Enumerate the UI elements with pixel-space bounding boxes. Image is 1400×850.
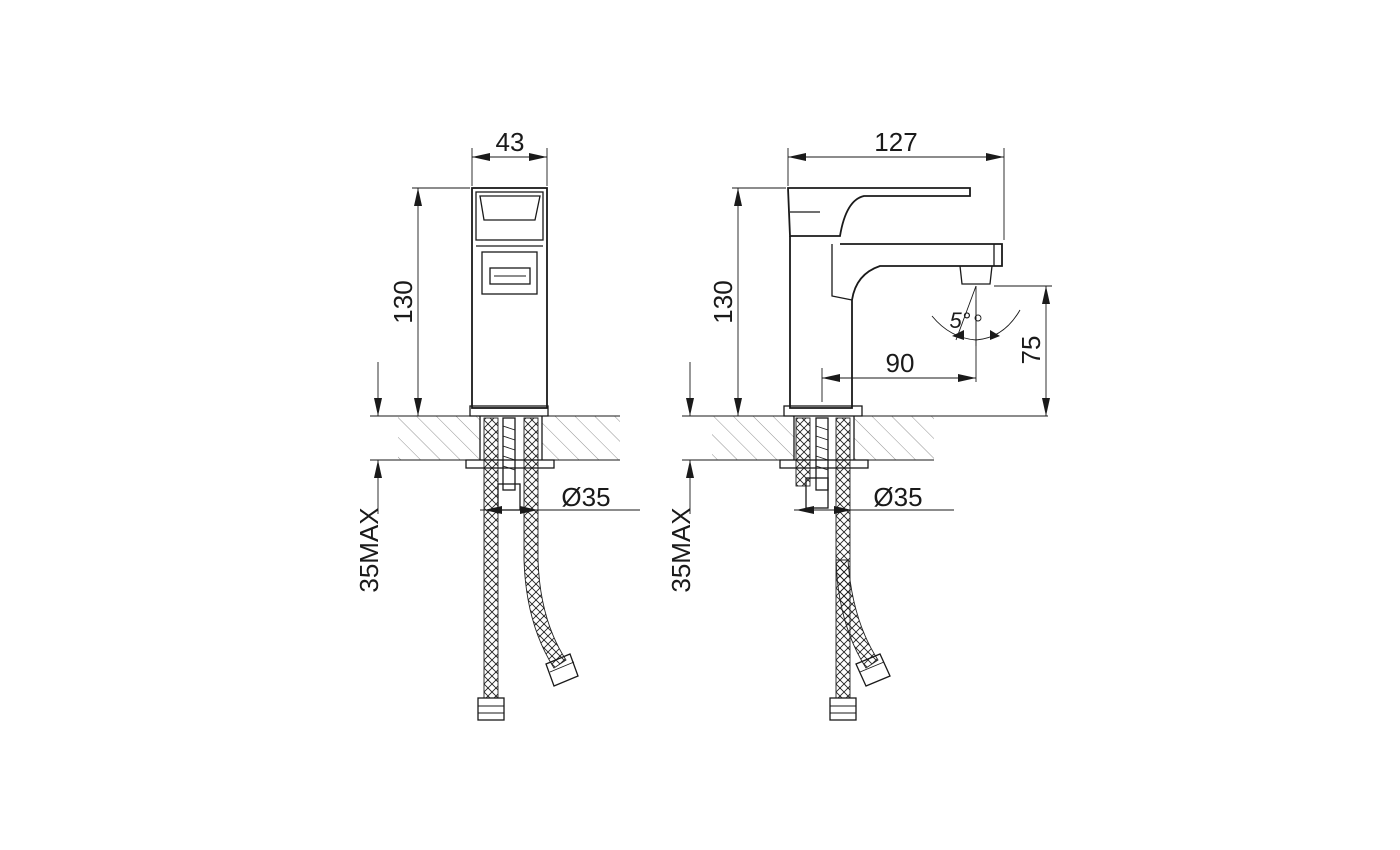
- side-max-dimension: 35MAX: [666, 362, 712, 593]
- front-view: 43 130 35MAX Ø35: [354, 127, 640, 721]
- front-supply-hoses: [465, 417, 579, 721]
- front-height-label: 130: [388, 280, 418, 323]
- front-max-dimension: 35MAX: [354, 362, 398, 593]
- side-angle-label: 5°: [949, 308, 970, 333]
- front-faucet-body: [469, 187, 549, 417]
- front-hole-dimension: Ø35: [480, 482, 640, 514]
- front-height-dimension: 130: [388, 187, 470, 416]
- front-width-dimension: 43: [471, 127, 548, 186]
- side-height-dimension: 130: [708, 187, 786, 416]
- side-height-label: 130: [708, 280, 738, 323]
- side-hole-label: Ø35: [873, 482, 922, 512]
- front-width-label: 43: [496, 127, 525, 157]
- front-hole-label: Ø35: [561, 482, 610, 512]
- side-supply-hoses: [779, 417, 891, 721]
- side-max-label: 35MAX: [666, 507, 696, 592]
- side-angle-dimension: 5°: [931, 285, 1021, 346]
- side-depth-label: 127: [874, 127, 917, 157]
- side-faucet-body: [783, 187, 1003, 417]
- side-hole-dimension: Ø35: [794, 482, 954, 514]
- side-reach-dimension: 90: [821, 300, 977, 402]
- side-view: 127 130 90 75: [666, 127, 1052, 721]
- side-reach-label: 90: [886, 348, 915, 378]
- side-spout-height-dimension: 75: [994, 285, 1052, 416]
- front-max-label: 35MAX: [354, 507, 384, 592]
- side-depth-dimension: 127: [787, 127, 1005, 240]
- side-spout-height-label: 75: [1016, 336, 1046, 365]
